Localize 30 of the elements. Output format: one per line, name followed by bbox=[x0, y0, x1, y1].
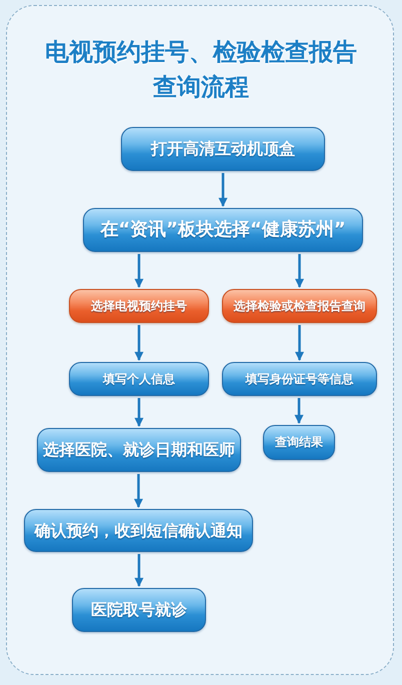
step-label: 打开高清互动机顶盒 bbox=[151, 139, 295, 159]
arrow bbox=[295, 325, 304, 361]
arrow bbox=[218, 173, 228, 207]
step-label: 选择电视预约挂号 bbox=[91, 298, 187, 314]
arrow bbox=[134, 554, 144, 587]
process-box bbox=[263, 425, 335, 460]
step-label: 在“资讯”板块选择“健康苏州” bbox=[100, 219, 346, 241]
diagram-title: 电视预约挂号、检验检查报告查询流程 bbox=[44, 37, 358, 103]
process-box bbox=[37, 428, 241, 472]
process-box bbox=[24, 509, 253, 552]
step-label: 选择检验或检查报告查询 bbox=[234, 298, 366, 314]
step-label: 填写个人信息 bbox=[103, 372, 175, 386]
step-label: 填写身份证号等信息 bbox=[246, 372, 354, 386]
highlighted-step-box bbox=[69, 289, 209, 323]
process-box bbox=[121, 127, 325, 171]
arrow bbox=[295, 254, 304, 288]
arrow bbox=[294, 398, 304, 424]
step-label: 查询结果 bbox=[275, 435, 323, 450]
arrow bbox=[134, 254, 144, 288]
process-box bbox=[72, 588, 206, 632]
step-label: 确认预约，收到短信确认通知 bbox=[34, 520, 242, 540]
arrow bbox=[134, 325, 144, 361]
highlighted-step-box bbox=[222, 289, 377, 323]
process-box bbox=[222, 362, 377, 396]
step-label: 医院取号就诊 bbox=[91, 600, 187, 620]
arrow bbox=[134, 474, 143, 508]
process-box bbox=[69, 362, 209, 396]
process-box bbox=[83, 208, 363, 252]
arrow bbox=[134, 398, 144, 427]
step-label: 选择医院、就诊日期和医师 bbox=[43, 440, 235, 460]
